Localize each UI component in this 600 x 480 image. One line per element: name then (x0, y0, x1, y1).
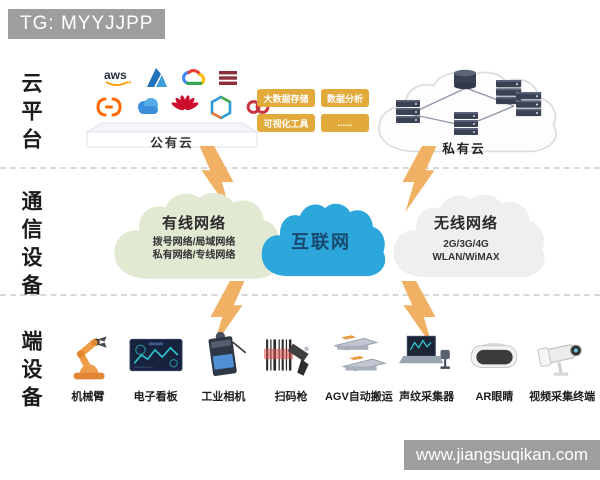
lightning-bolt-icon (402, 146, 437, 213)
device-label: 机械臂 (71, 391, 105, 403)
device-label: 扫码枪 (274, 391, 308, 403)
azure-logo-icon (144, 66, 170, 90)
huawei-logo-icon (171, 94, 199, 120)
public-cloud-logo-row-1: aws (102, 66, 239, 90)
google-cloud-logo-icon (180, 66, 207, 90)
wireless-network-cloud: 无线网络 2G/3G/4G WLAN/WiMAX (384, 188, 548, 286)
end-devices-row: 机械臂 电子看板 工业 (54, 326, 596, 418)
private-cloud-label: 私有云 (442, 142, 486, 156)
layer-divider-bottom (0, 294, 600, 296)
voiceprint-collector-icon (398, 335, 450, 369)
private-cloud: 私有云 (368, 66, 560, 160)
device-industrial-camera: 工业相机 (189, 326, 257, 418)
tag-data-analysis: 数据分析 (321, 89, 369, 107)
aws-logo-icon: aws (102, 66, 134, 90)
public-cloud-label: 公有云 (150, 136, 194, 150)
device-video-terminal: 视频采集终端 (528, 326, 596, 418)
cloud-service-tags: 大数据存储 数据分析 可视化工具 ...... (257, 89, 369, 132)
device-ar-glasses: AR眼睛 (461, 326, 529, 418)
public-cloud-platform: 公有云 (85, 122, 259, 154)
device-agv: AGV自动搬运 (325, 326, 393, 418)
device-robot-arm: 机械臂 (54, 326, 122, 418)
tencent-cloud-logo-icon (134, 94, 162, 120)
internet-title: 互联网 (291, 232, 351, 252)
electronic-dashboard-icon (129, 338, 183, 372)
wired-network-cloud: 有线网络 拨号网络/局域网络 私有网络/专线网络 (104, 186, 284, 288)
tag-big-data-storage: 大数据存储 (257, 89, 315, 107)
device-label: AGV自动搬运 (324, 391, 393, 403)
svg-text:aws: aws (104, 68, 127, 82)
alibaba-cloud-logo-icon (94, 94, 124, 120)
stripes-logo-icon (217, 66, 239, 90)
wired-network-line2: 私有网络/专线网络 (152, 250, 236, 261)
device-label: 视频采集终端 (529, 391, 596, 403)
watermark-top: TG: MYYJJPP (8, 9, 166, 39)
layer-label-communication: 通信设备 (19, 190, 42, 302)
layer-divider-top (0, 167, 600, 169)
video-terminal-icon (537, 344, 582, 376)
tag-visualization: 可视化工具 (257, 114, 315, 132)
device-label: 声纹采集器 (399, 391, 455, 403)
device-voiceprint-collector: 声纹采集器 (393, 326, 461, 418)
device-label: 工业相机 (201, 391, 246, 403)
private-cloud-servers-icon (396, 69, 542, 135)
industrial-camera-icon (208, 331, 247, 376)
lightning-bolt-icon (210, 281, 245, 348)
barcode-scanner-icon (264, 339, 309, 376)
watermark-bottom: www.jiangsuqikan.com (404, 440, 600, 470)
ar-glasses-icon (471, 342, 518, 368)
layer-label-cloud-platform: 云平台 (19, 72, 42, 156)
layer-label-end-devices: 端设备 (19, 330, 42, 414)
device-label: 电子看板 (133, 391, 178, 403)
tag-ellipsis: ...... (321, 114, 369, 132)
hexagon-cloud-logo-icon (208, 94, 234, 120)
wired-network-title: 有线网络 (161, 215, 226, 232)
internet-cloud: 互联网 (254, 198, 388, 284)
public-cloud-logo-row-2 (94, 94, 272, 120)
wireless-network-line2: WLAN/WiMAX (432, 252, 500, 263)
wired-network-line1: 拨号网络/局域网络 (152, 237, 236, 248)
device-label: AR眼睛 (475, 391, 514, 403)
robot-arm-icon (73, 336, 107, 380)
agv-icon (333, 335, 387, 372)
device-electronic-dashboard: 电子看板 (122, 326, 190, 418)
wireless-network-title: 无线网络 (433, 215, 498, 232)
lightning-bolt-icon (401, 281, 436, 348)
device-barcode-scanner: 扫码枪 (257, 326, 325, 418)
wireless-network-line1: 2G/3G/4G (443, 239, 489, 250)
